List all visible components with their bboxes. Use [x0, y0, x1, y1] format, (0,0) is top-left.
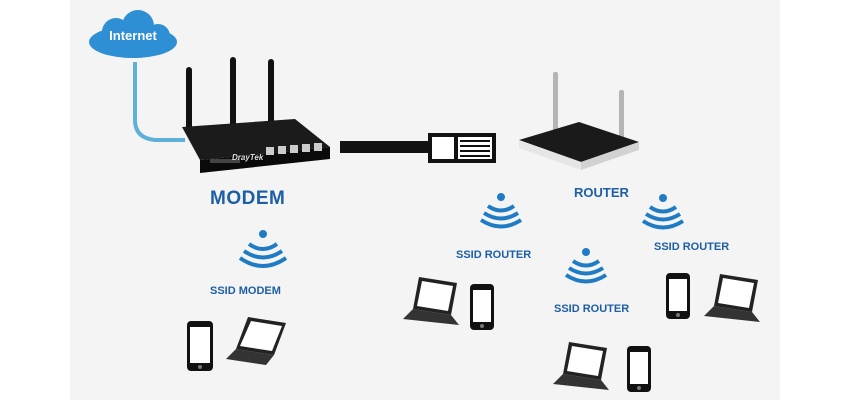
laptop-icon: [700, 272, 762, 324]
router-label: ROUTER: [574, 185, 629, 200]
modem-label: MODEM: [210, 188, 285, 210]
smartphone-icon: [469, 283, 495, 331]
smartphone-icon: [186, 320, 214, 372]
ssid-router-label: SSID ROUTER: [456, 249, 531, 261]
ethernet-cable: [340, 141, 432, 153]
laptop-icon: [551, 340, 613, 392]
wifi-icon: [480, 192, 522, 230]
router-icon: [515, 70, 645, 170]
laptop-icon: [401, 275, 463, 327]
smartphone-icon: [626, 345, 652, 393]
smartphone-icon: [665, 272, 691, 320]
ssid-router-label: SSID ROUTER: [554, 303, 629, 315]
ethernet-plug-icon: [428, 131, 498, 165]
ssid-modem-label: SSID MODEM: [210, 285, 281, 297]
ssid-router-label: SSID ROUTER: [654, 241, 729, 253]
laptop-icon: [226, 315, 288, 367]
wifi-icon: [565, 247, 607, 285]
wifi-icon: [642, 193, 684, 231]
wifi-icon: [239, 228, 287, 270]
modem-brand: DrayTek: [232, 153, 263, 162]
